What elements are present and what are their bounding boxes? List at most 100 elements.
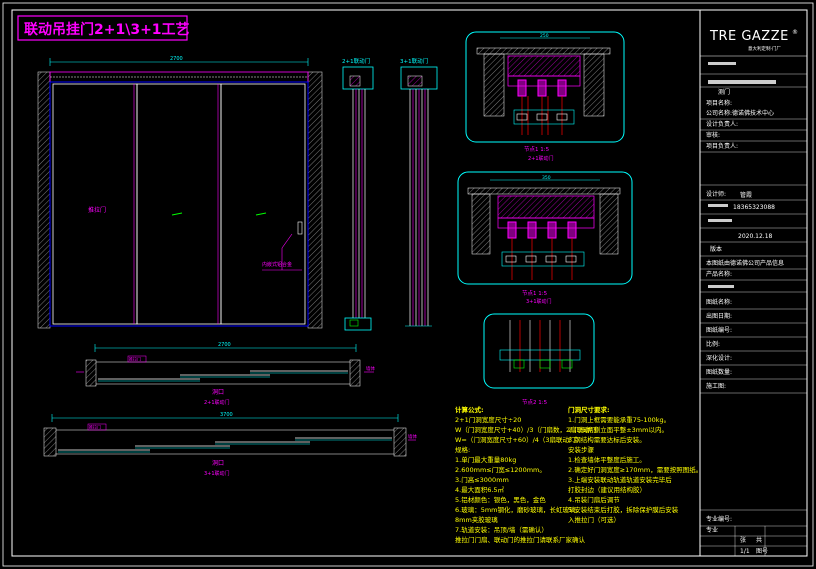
title-block: TRE GAZZE ® 意大利定制·门厂 测门 项目名称: 公司名称: 德诺佛技… <box>699 10 807 556</box>
notes-left-line: 推拉门门扇、联动门的推拉门请联系厂家确认 <box>455 535 586 544</box>
node-1-caption: 节点1 1:5 <box>524 145 550 153</box>
plan-2-dim: 3700 <box>220 412 233 418</box>
door-panel-3 <box>220 83 306 325</box>
left-wall <box>37 71 51 329</box>
page-row-2: 图号 <box>756 548 768 555</box>
side-view-2-1: 2+1联动门 <box>342 57 374 331</box>
scale-row-1: 张 <box>740 536 746 544</box>
notes-right: 门洞尺寸要求: 1.门洞上框需要能承重75-100kg。2.门洞两侧立面平整±3… <box>568 405 702 524</box>
title-block-row-label: 图纸数量: <box>706 368 732 376</box>
notes-left-line: W=（门洞宽度尺寸+60）/4（3扇联动门） <box>455 435 582 444</box>
title-notes: 本图纸由德诺佛公司产品信息 <box>706 259 784 267</box>
node-1-subcaption: 2+1联动门 <box>528 155 554 162</box>
row4-label: 审核: <box>706 131 720 139</box>
plan-1-right-tag: 墙体 <box>366 365 375 372</box>
product-label: 产品名称: <box>706 270 732 278</box>
inner-frame <box>11 9 808 557</box>
door-panel-1 <box>52 83 138 325</box>
node-detail-1: 250 节点1 1:5 2+1联动门 <box>465 31 625 162</box>
title-block-row-label: 比例: <box>706 340 720 348</box>
elevation-panel-label: 推拉门 <box>88 206 106 214</box>
row3-label: 设计负责人: <box>706 120 738 128</box>
node-2-caption: 节点1 1:5 <box>522 289 548 297</box>
version-label: 版本 <box>710 245 722 253</box>
notes-left-line: W（门洞宽度尺寸+40）/3（门扇数，2扇联动门） <box>455 425 603 434</box>
project-label: 项目名称: <box>706 99 732 107</box>
notes-right-line: 5.安装结束后打胶，拆除保护膜后安装 <box>568 505 679 514</box>
bottom-row-1: 专业编号: <box>706 515 732 523</box>
node-detail-2: 350 节点1 1:5 3+1联动门 <box>457 171 633 305</box>
notes-left-line: 2.600mm≤门宽≤1200mm。 <box>455 465 546 474</box>
node-2-subcaption: 3+1联动门 <box>526 298 552 305</box>
elevation-callout: 内嵌式铝合金 <box>262 261 292 268</box>
notes-left-line: 2+1门洞宽度尺寸÷20 <box>455 415 521 424</box>
notes-right-line: 3.钢结构需要达标后安装。 <box>568 435 646 444</box>
notes-left-line: 5.铝材颜色：银色，黑色，金色 <box>455 495 546 504</box>
company-label: 公司名称: <box>706 109 732 117</box>
elevation-dim: 2700 <box>170 56 183 62</box>
notes-right-line: 打胶封边（建议用结构胶） <box>568 485 646 494</box>
project-value: 测门 <box>718 88 730 96</box>
phone: 18365323088 <box>733 204 775 211</box>
side-view-3-1: 3+1联动门 <box>400 57 438 327</box>
date: 2020.12.18 <box>738 233 773 240</box>
notes-right-line: 2.确定好门洞宽度≥170mm，需要按照图纸。 <box>568 465 702 474</box>
title-block-row-label: 出图日期: <box>706 312 732 320</box>
notes-left-line: 4.最大面积6.5㎡ <box>455 485 505 494</box>
title-block-row-label: 图纸编号: <box>706 326 732 334</box>
company-value: 德诺佛技术中心 <box>732 109 774 117</box>
plan-2-right-tag: 墙体 <box>408 433 417 440</box>
plan-view-2-1: 2700 推拉门 墙体 洞口 2+1联动门 <box>76 342 375 406</box>
row5-label: 项目负责人: <box>706 142 738 150</box>
notes-left-line: 7.轨道安装：吊顶/墙（需确认） <box>455 525 548 534</box>
title-block-row-label: 施工图: <box>706 382 726 390</box>
node-detail-3: 节点2 1:5 <box>483 313 595 406</box>
node-3-caption: 节点2 1:5 <box>522 398 548 406</box>
plan-1-dim: 2700 <box>218 342 231 348</box>
notes-left-line: 1.单门最大重量80kg <box>455 455 516 464</box>
logo-subtitle: 意大利定制·门厂 <box>748 45 781 52</box>
door-opening <box>49 81 309 327</box>
designer-label: 设计师: <box>706 190 726 198</box>
plan-1-subcaption: 2+1联动门 <box>204 399 230 406</box>
scale-row-2: 共 <box>756 536 762 544</box>
title-box <box>17 15 188 41</box>
bottom-row-2: 专业 <box>706 526 718 534</box>
notes-right-line: 安装步骤 <box>568 445 595 454</box>
notes-left-line: 规格: <box>455 445 470 454</box>
logo-registered: ® <box>792 29 798 36</box>
side-view-label-1: 2+1联动门 <box>342 57 370 65</box>
side-view-label-2: 3+1联动门 <box>400 57 428 65</box>
notes-left-header: 计算公式: <box>455 405 484 414</box>
notes-right-line: 1.门洞上框需要能承重75-100kg。 <box>568 415 670 424</box>
node-2-dim: 350 <box>542 175 551 181</box>
notes-left: 计算公式: 2+1门洞宽度尺寸÷20W（门洞宽度尺寸+40）/3（门扇数，2扇联… <box>455 405 603 544</box>
plan-2-caption: 洞口 <box>212 459 224 467</box>
node-1-dim: 250 <box>540 33 549 39</box>
door-elevation: 2700 推拉门 内嵌式铝合金 <box>37 56 323 329</box>
title-block-row-label: 图纸名称: <box>706 298 732 306</box>
designer-value: 管霞 <box>740 191 752 199</box>
plan-1-left-tag: 推拉门 <box>129 356 141 362</box>
right-wall <box>307 71 323 329</box>
drawing-title: 联动吊挂门2+1\3+1工艺 <box>24 21 190 38</box>
page-row-1: 1/1 <box>740 548 750 555</box>
notes-right-line: 入推拉门（可选） <box>568 515 620 524</box>
notes-right-line: 2.门洞两侧立面平整±3mm以内。 <box>568 425 668 434</box>
title-block-row-label: 深化设计: <box>706 354 732 362</box>
logo-text: TRE GAZZE <box>709 29 789 44</box>
notes-left-line: 6.玻璃：5mm钢化，磨砂玻璃，长虹玻璃， <box>455 505 582 514</box>
door-panel-2 <box>136 83 222 325</box>
plan-2-subcaption: 3+1联动门 <box>204 470 230 477</box>
plan-1-caption: 洞口 <box>212 388 224 396</box>
notes-left-line: 8mm夹胶玻璃 <box>455 515 498 524</box>
notes-right-line: 1.检查墙体平整度后施工。 <box>568 455 646 464</box>
notes-right-line: 4.吊装门扇后调节 <box>568 495 620 504</box>
notes-right-header: 门洞尺寸要求: <box>568 405 610 414</box>
plan-2-left-tag: 推拉门 <box>89 424 101 430</box>
notes-right-line: 3.上端安装联动轨道轨道安装完毕后 <box>568 475 672 484</box>
notes-left-line: 3.门高≤3000mm <box>455 475 509 484</box>
plan-view-3-1: 3700 推拉门 墙体 洞口 3+1联动门 <box>43 412 417 477</box>
